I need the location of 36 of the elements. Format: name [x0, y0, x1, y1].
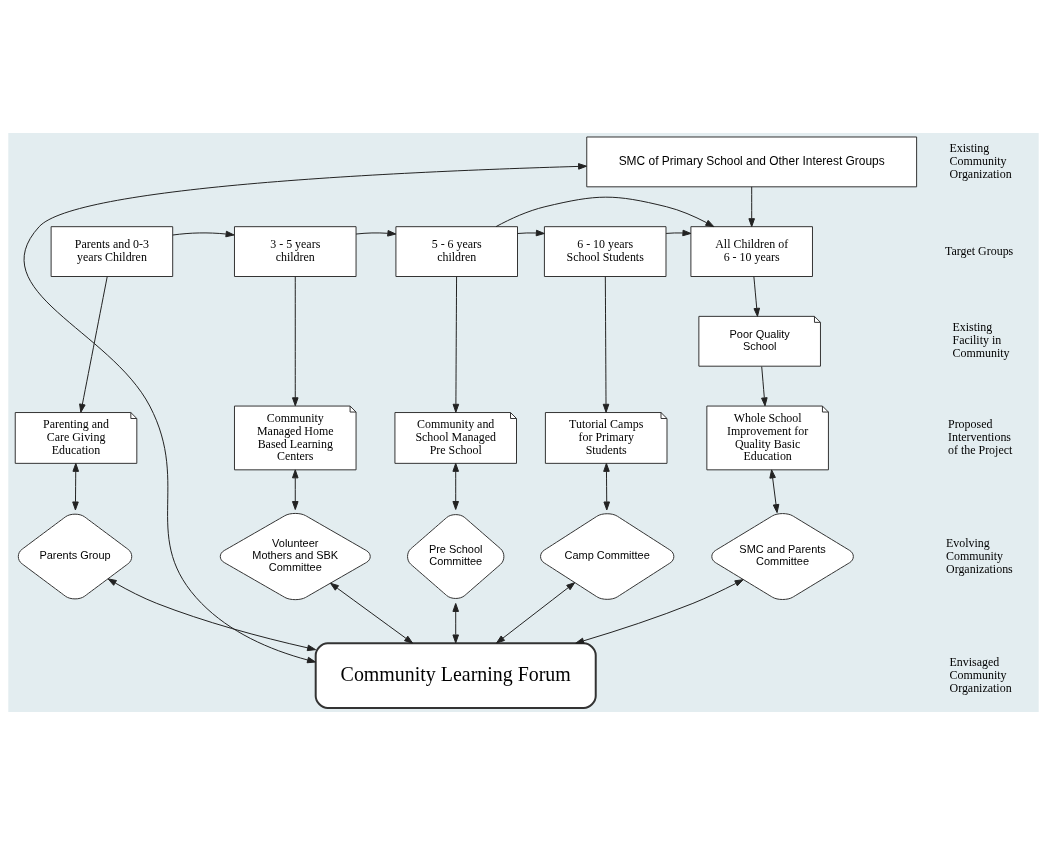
arrow [452, 602, 459, 643]
arrow [107, 577, 317, 651]
arrow [292, 468, 299, 510]
arrow [761, 365, 768, 406]
arrow [769, 468, 780, 513]
node-box: Parents and 0-3 years Children [50, 225, 174, 277]
label: Envisaged Community Organization [949, 654, 1012, 695]
arrow [495, 196, 715, 227]
arrow [496, 581, 576, 644]
arrow [452, 462, 459, 510]
arrow [665, 229, 692, 236]
arrow [603, 462, 610, 510]
label: Existing Facility in Community [952, 319, 1010, 360]
arrow [330, 582, 414, 644]
arrow [748, 185, 755, 227]
arrow [602, 275, 610, 413]
arrow [517, 229, 545, 236]
arrow [72, 462, 80, 510]
node-box: SMC of Primary School and Other Interest Groups [586, 136, 918, 187]
arrow [452, 275, 460, 413]
label: Target Groups [945, 243, 1014, 258]
node-box: 6 - 10 years School Students [543, 225, 667, 277]
label: Existing Community Organization [949, 140, 1012, 181]
node-box: Community Learning Forum [314, 641, 597, 709]
arrow [355, 229, 397, 237]
arrow [292, 275, 299, 406]
label: Evolving Community Organizations [946, 535, 1013, 576]
node-box: 3 - 5 years children [234, 225, 357, 277]
arrow [575, 578, 744, 644]
arrow [172, 230, 235, 237]
arrow [753, 275, 761, 317]
node-box: All Children of 6 - 10 years [690, 225, 813, 277]
label: Proposed Interventions of the Project [948, 416, 1013, 457]
arrow [79, 275, 108, 413]
node-box: 5 - 6 years children [395, 225, 518, 277]
arrow [23, 162, 588, 663]
